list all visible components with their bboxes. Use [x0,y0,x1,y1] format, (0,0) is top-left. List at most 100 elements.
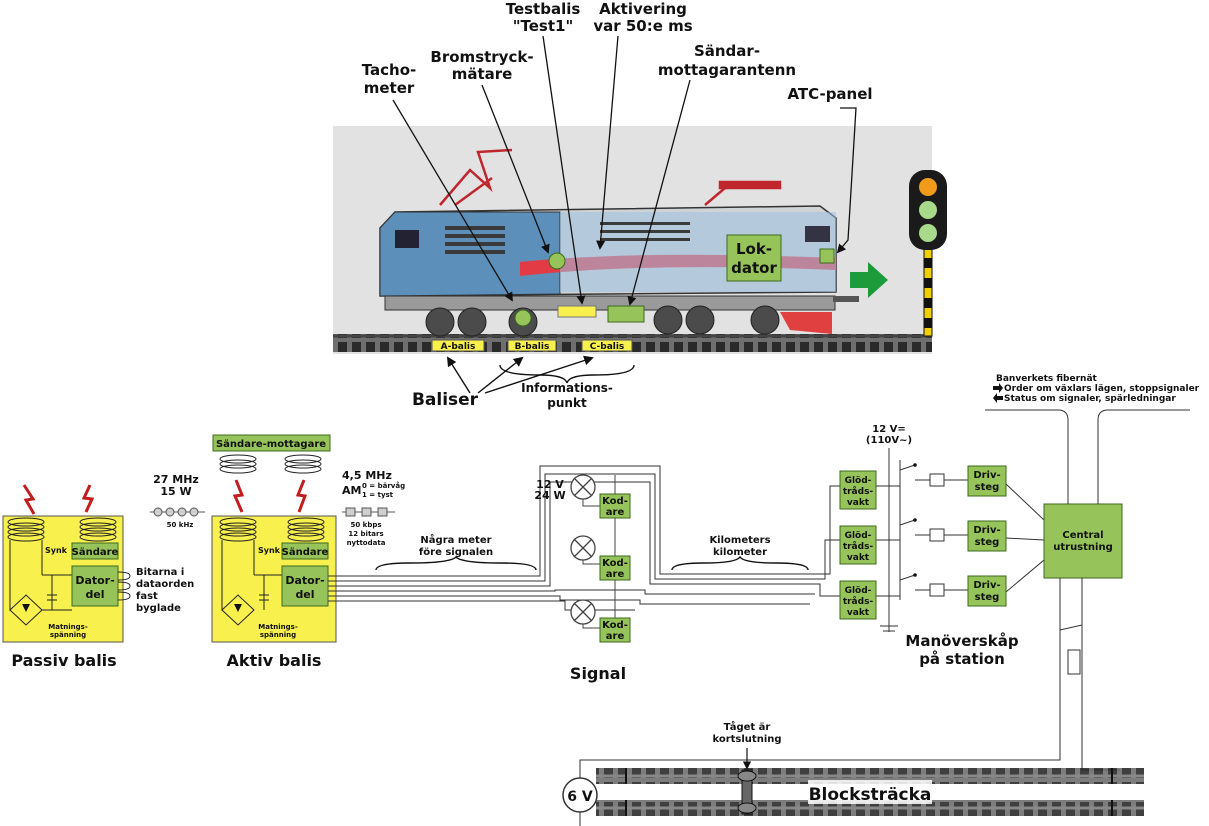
station-group: 12 V= (110V~) Glöd- tråds- vakt Glöd- tr… [839,374,1200,745]
active-sandare-box [281,542,329,560]
kodare-3-label-1: Kod- [602,620,628,631]
kodare-box-2 [599,555,631,581]
station-title-1: Manöverskåp [905,632,1018,650]
snowplow [780,312,832,334]
nagra-label-2: före signalen [419,547,493,558]
test-balise [557,305,597,318]
block-title: Blocksträcka [809,785,932,805]
cab-window-rear [805,226,830,242]
atc-panel-label: ATC-panel [787,85,872,103]
kodare-2-label-2: are [606,569,625,580]
brace-kilometers [671,555,809,571]
active-dator-label-2: del [295,588,314,601]
station-title-2: på station [919,650,1005,668]
passive-dator-box [71,565,119,607]
bromstryck-label-1: Bromstryck- [430,48,533,66]
khz50-label: 50 kHz [167,521,194,529]
balise-c-label: C-balis [590,342,625,352]
kodare-box-1 [599,493,631,519]
driv-box-1 [967,465,1007,497]
order-label: Order om växlars lägen, stoppsignaler [1004,384,1200,394]
passive-balise: Sändare Dator- del Synk Matnings- spänni… [2,484,194,670]
kbps-label-3: nyttodata [347,539,386,547]
glod-1-label-2: tråds- [843,486,874,497]
infopunkt-label-2: punkt [547,396,587,410]
signal-wave-icon [150,507,205,517]
central-label-1: Central [1062,530,1103,541]
passive-dator-label-1: Dator- [75,574,114,587]
lokdator-label-1: Lok- [736,240,772,258]
passive-sandare-label: Sändare [72,547,119,558]
signal-bolt-icon [22,484,95,515]
kodare-1-label-2: are [606,507,625,518]
driv-3-label-2: steg [975,592,1000,603]
bitarna-label-3: fast [136,591,158,602]
passive-dator-label-2: del [85,588,104,601]
glod-1-label-1: Glöd- [845,476,872,486]
arrow-right-icon [993,383,1003,393]
testbalis-label-1: Testbalis [506,0,581,18]
bitarna-label-2: dataorden [136,579,194,590]
signal-group: 12 V 24 W Kod- are Kod- are Kod- are Sig… [534,474,631,683]
battery-6v [562,777,598,813]
balise-a [431,339,485,352]
active-balise-title: Aktiv balis [227,651,322,670]
tachometer-sensor [514,309,532,327]
aktivering-label-1: Aktivering [599,0,687,18]
arrow-left-icon [993,393,1003,403]
am-value-1: 1 = tyst [362,491,394,499]
active-matning-label-1: Matnings- [258,623,298,631]
signal-title: Signal [570,664,626,683]
glod-1-label-3: vakt [847,498,870,508]
balise-b [507,339,557,352]
sandare-mottagare-label: Sändare-mottagare [216,439,326,450]
kilometers-label-2: kilometer [713,547,767,558]
glod-2-label-1: Glöd- [845,531,872,541]
active-sandare-label: Sändare [282,547,329,558]
driv-box-3 [967,575,1007,607]
central-label-2: utrustning [1053,542,1113,553]
glod-2-label-3: vakt [847,553,870,563]
signal-lamp-green-1 [919,201,937,219]
sandare-mottagare-box [212,434,331,452]
station-voltage-2: (110V~) [866,435,912,446]
balise-c [581,339,633,352]
signal-bolt-icon [232,479,308,513]
signal-lamp-icons [570,474,596,625]
glod-box-1 [839,470,877,510]
active-balise: Sändare-mottagare Sändare Dator- del Syn… [150,434,405,670]
active-matning-label-2: spänning [260,631,296,639]
passive-synk-label: Synk [45,546,68,555]
kortslutning-label-2: kortslutning [712,734,781,745]
active-dator-label-1: Dator- [285,574,324,587]
kbps-label-1: 50 kbps [350,521,381,529]
antenna-box [607,305,645,323]
active-synk-label: Synk [258,546,281,555]
kodare-1-label-1: Kod- [602,496,628,507]
kodare-box-3 [599,617,631,643]
cab-window [395,230,419,248]
passive-matning-label-1: Matnings- [48,623,88,631]
driv-box-2 [967,520,1007,552]
kodare-2-label-1: Kod- [602,558,628,569]
signal-wave-icon [342,507,395,517]
signal-voltage-1: 12 V [536,478,564,491]
locomotive-illustration: Lok- dator A-balis B-balis C-balis [333,126,947,354]
baliser-label: Baliser [412,390,479,410]
battery-voltage-label: 6 V [567,789,593,805]
signal-lamp-green-2 [919,224,937,242]
driv-2-label-2: steg [975,537,1000,548]
glod-box-3 [839,580,877,620]
lokdator-label-2: dator [731,259,777,277]
status-label: Status om signaler, spärledningar [1004,394,1176,404]
pantograph [439,148,782,207]
glod-3-label-1: Glöd- [845,586,872,596]
loco-callouts: Testbalis "Test1" Aktivering var 50:e ms… [362,0,873,410]
tacho-label-2: meter [364,79,415,97]
glod-3-label-3: vakt [847,608,870,618]
passive-sandare-box [71,542,119,560]
fiber-cable [985,409,1190,745]
passive-coils [7,517,117,626]
sandar-label-1: Sändar- [694,42,760,60]
